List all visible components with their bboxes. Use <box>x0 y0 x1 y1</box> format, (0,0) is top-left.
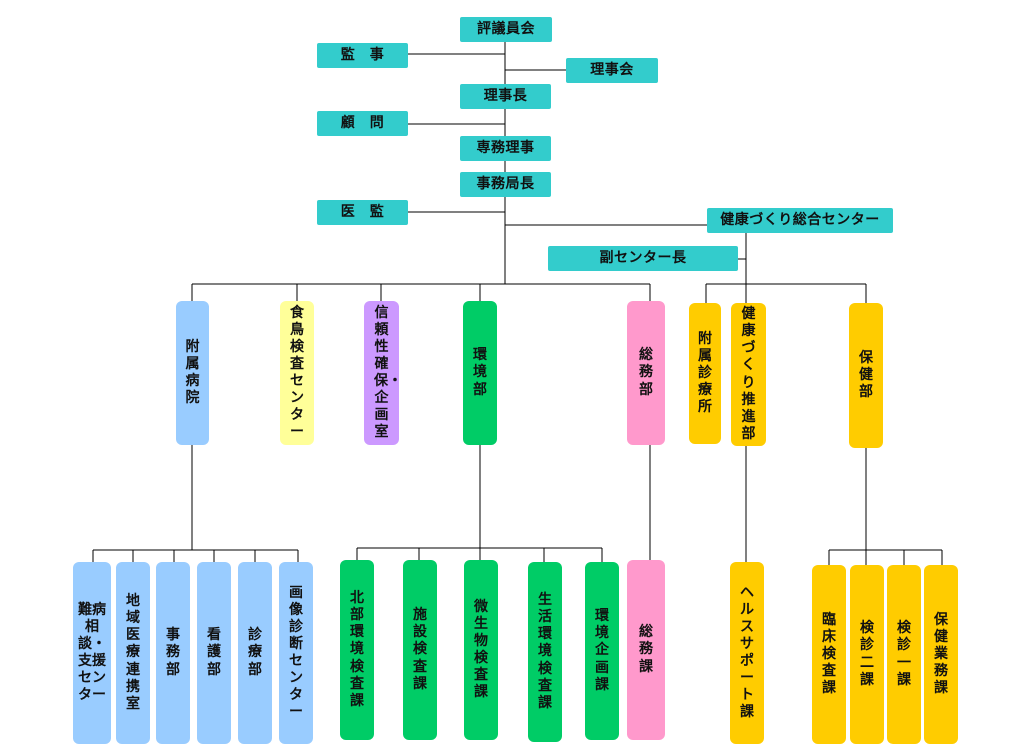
chairman-label: 理事長 <box>483 88 528 105</box>
section-label: 難病相談・支援センター <box>78 601 106 704</box>
section-northern-environment: 北部環境検査課 <box>340 560 374 740</box>
dept-health: 保健部 <box>849 303 883 448</box>
advisor-label: 顧 問 <box>340 115 385 132</box>
dept-general-affairs-label: 総務部 <box>639 347 653 398</box>
managing-director-label: 専務理事 <box>476 140 535 157</box>
section-nursing: 看護部 <box>197 562 231 744</box>
auditor-box: 監 事 <box>317 43 408 68</box>
section-label: 画像診断センター <box>289 584 303 721</box>
section-general-affairs: 総務課 <box>627 560 665 740</box>
dept-environment-label: 環境部 <box>473 347 487 398</box>
section-medical: 診療部 <box>238 562 272 744</box>
section-label: 環境企画課 <box>595 608 609 693</box>
auditor-label: 監 事 <box>340 47 385 64</box>
section-label: 総務課 <box>639 624 653 675</box>
dept-health-label: 保健部 <box>859 349 873 401</box>
board-label: 理事会 <box>590 62 634 79</box>
section-label: 北部環境検査課 <box>350 590 364 709</box>
dept-food-inspection: 食鳥検査センター <box>280 301 314 445</box>
section-health-check-1: 検診一課 <box>887 565 921 744</box>
deputy-director-label: 副センター長 <box>599 250 687 267</box>
dept-food-inspection-label: 食鳥検査センター <box>290 304 304 441</box>
managing-director-box: 専務理事 <box>460 136 551 161</box>
dept-environment: 環境部 <box>463 301 497 445</box>
dept-health-promotion-label: 健康づくり推進部 <box>741 306 756 442</box>
section-health-support: ヘルスサポート課 <box>730 562 764 744</box>
dept-clinic-label: 附属診療所 <box>698 330 712 416</box>
section-label: 検診二課 <box>860 620 874 688</box>
dept-hospital-label: 附属病院 <box>185 338 200 407</box>
section-intractable-disease-center: 難病相談・支援センター <box>73 562 111 744</box>
dept-health-promotion: 健康づくり推進部 <box>731 303 766 446</box>
section-administration: 事務部 <box>156 562 190 744</box>
section-label: 保健業務課 <box>934 611 948 697</box>
section-label: 事務部 <box>166 627 180 678</box>
section-label: ヘルスサポート課 <box>740 584 754 721</box>
section-label: 地域医療連携室 <box>126 593 140 712</box>
councilors-label: 評議員会 <box>477 21 535 38</box>
section-label: 診療部 <box>248 627 262 678</box>
section-clinical-laboratory: 臨床検査課 <box>812 565 846 744</box>
section-health-check-2: 検診二課 <box>850 565 884 744</box>
section-label: 生活環境検査課 <box>538 592 552 711</box>
section-regional-medical-office: 地域医療連携室 <box>116 562 150 744</box>
section-imaging-center: 画像診断センター <box>279 562 313 744</box>
section-label: 看護部 <box>207 627 221 678</box>
medical-supervisor-label: 医 監 <box>340 204 385 221</box>
advisor-box: 顧 問 <box>317 111 408 136</box>
section-facility-inspection: 施設検査課 <box>403 560 437 740</box>
health-center-label: 健康づくり総合センター <box>720 212 880 229</box>
section-label: 検診一課 <box>897 620 911 688</box>
section-label: 微生物検査課 <box>474 598 488 701</box>
dept-reliability-planning-label: 信頼性確保・企画室 <box>374 304 402 441</box>
section-health-services: 保健業務課 <box>924 565 958 744</box>
secretary-general-box: 事務局長 <box>460 172 551 197</box>
chairman-box: 理事長 <box>460 84 551 109</box>
dept-hospital: 附属病院 <box>176 301 209 445</box>
secretary-general-label: 事務局長 <box>476 176 535 193</box>
section-label: 臨床検査課 <box>822 611 836 697</box>
deputy-director-box: 副センター長 <box>548 246 738 271</box>
councilors-box: 評議員会 <box>460 17 552 42</box>
health-center-box: 健康づくり総合センター <box>707 208 893 233</box>
dept-reliability-planning: 信頼性確保・企画室 <box>364 301 402 445</box>
section-label: 施設検査課 <box>413 607 427 692</box>
section-living-environment: 生活環境検査課 <box>528 562 562 742</box>
dept-general-affairs: 総務部 <box>627 301 665 445</box>
section-microbiology: 微生物検査課 <box>464 560 498 740</box>
board-box: 理事会 <box>566 58 658 83</box>
dept-clinic: 附属診療所 <box>689 303 721 444</box>
section-environment-planning: 環境企画課 <box>585 562 619 740</box>
medical-supervisor-box: 医 監 <box>317 200 408 225</box>
